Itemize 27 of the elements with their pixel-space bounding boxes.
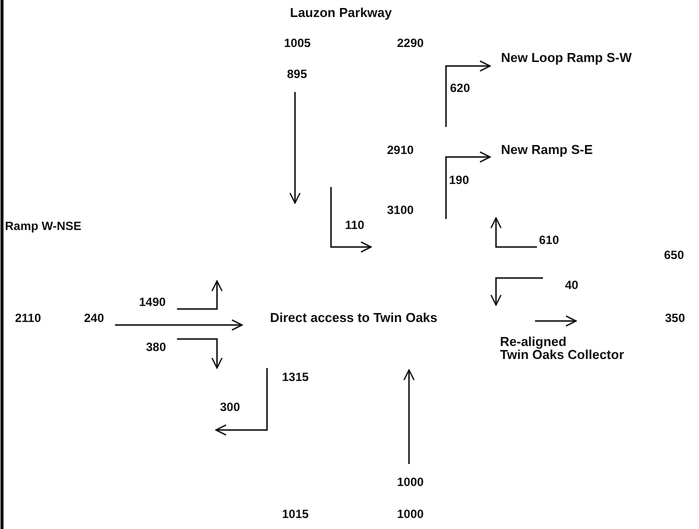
- traffic-volume: 650: [664, 249, 684, 261]
- traffic-volume: 240: [84, 312, 104, 324]
- traffic-volume: 350: [665, 312, 686, 324]
- road-name-title: Lauzon Parkway: [290, 6, 392, 19]
- ramp-name: Ramp W-NSE: [5, 220, 82, 232]
- ramp-name: New Ramp S-E: [501, 143, 593, 156]
- traffic-volume: 1005: [284, 37, 311, 49]
- road-name: Direct access to Twin Oaks: [270, 311, 438, 324]
- traffic-volume: 1000: [397, 476, 424, 488]
- road-name: Re-aligned Twin Oaks Collector: [500, 335, 624, 361]
- traffic-volume: 1000: [397, 508, 424, 520]
- traffic-volume: 110: [345, 219, 364, 231]
- traffic-volume: 895: [287, 68, 308, 80]
- traffic-volume: 2290: [397, 37, 424, 49]
- traffic-volume: 40: [565, 279, 578, 291]
- traffic-volume: 190: [449, 174, 470, 186]
- traffic-volume: 2910: [387, 144, 414, 156]
- traffic-volume: 620: [450, 82, 470, 94]
- traffic-volume: 2110: [15, 312, 42, 324]
- traffic-volume: 300: [220, 401, 240, 413]
- traffic-volume: 610: [539, 234, 560, 246]
- ramp-name: New Loop Ramp S-W: [501, 51, 632, 64]
- traffic-volume: 1015: [282, 508, 309, 520]
- traffic-volume: 1490: [139, 296, 166, 308]
- traffic-volume: 3100: [387, 204, 414, 216]
- traffic-volume: 1315: [282, 371, 309, 383]
- traffic-volume: 380: [146, 341, 166, 353]
